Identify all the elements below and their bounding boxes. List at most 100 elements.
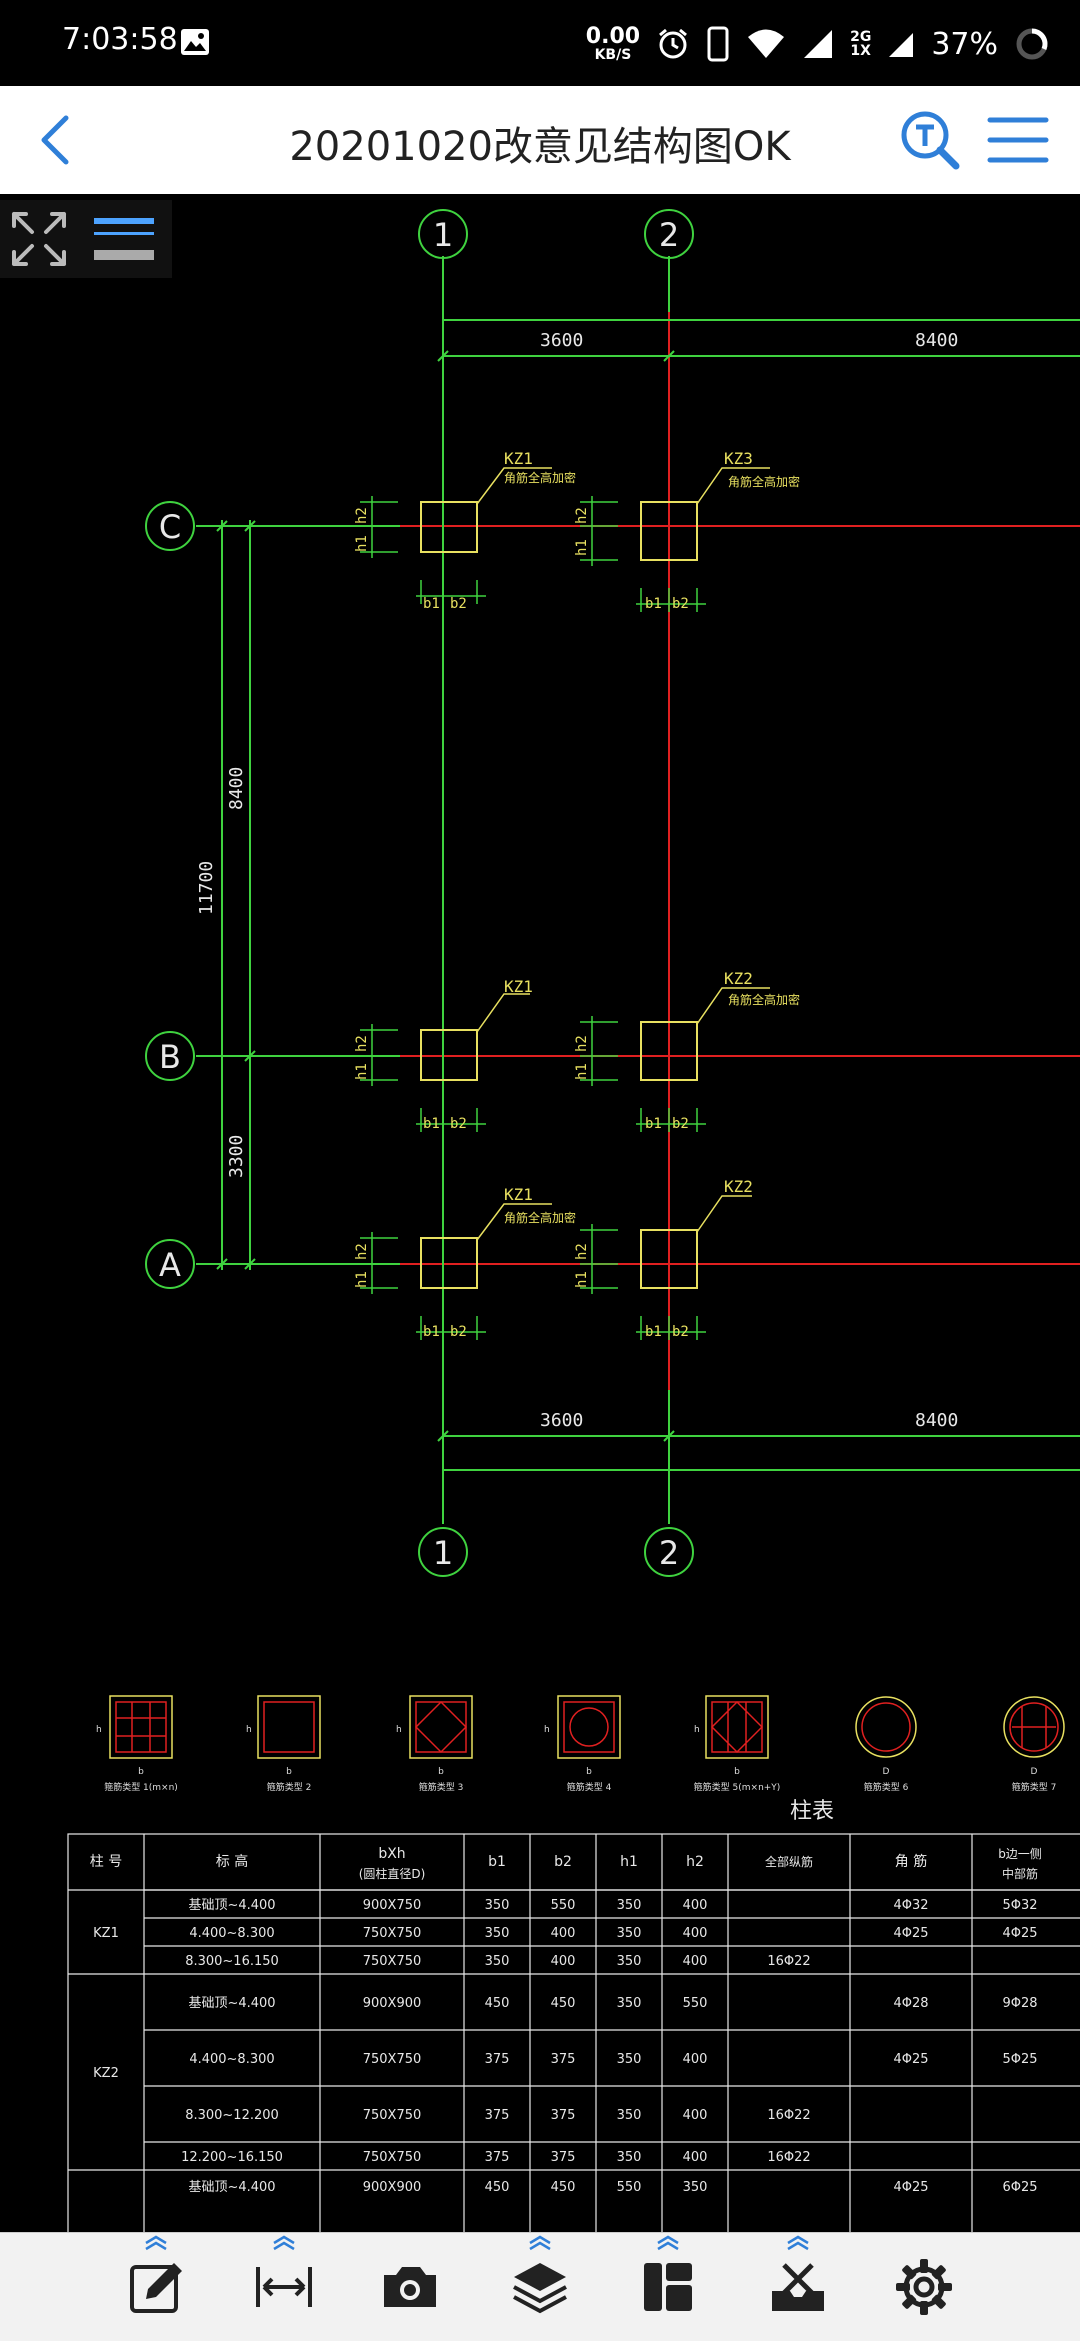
axis-bubble-2-top: 2 — [659, 216, 679, 254]
table-cell: 450 — [551, 2180, 576, 2195]
signal-icon-2 — [889, 33, 914, 57]
layers-button[interactable] — [490, 2233, 590, 2341]
table-cell: 16Φ22 — [767, 1954, 810, 1969]
table-cell: 400 — [683, 1926, 708, 1941]
svg-text:b2: b2 — [672, 596, 689, 612]
layout-button[interactable] — [618, 2233, 718, 2341]
chevron-up-icon — [145, 2235, 167, 2251]
table-cell: 350 — [485, 1954, 510, 1969]
chevron-up-icon — [273, 2235, 295, 2251]
status-icons: 0.00 KB/S 2G 1X 37% — [586, 14, 1050, 74]
svg-text:全部纵筋: 全部纵筋 — [765, 1854, 813, 1869]
table-column-id: KZ2 — [93, 2066, 119, 2081]
svg-text:b2: b2 — [450, 596, 467, 612]
svg-text:b2: b2 — [554, 1854, 572, 1870]
text-search-icon[interactable] — [898, 108, 962, 172]
svg-text:h2: h2 — [574, 1035, 590, 1052]
svg-text:D: D — [1031, 1767, 1038, 1777]
bottom-toolbar — [0, 2232, 1080, 2341]
svg-text:b边一侧: b边一侧 — [998, 1847, 1042, 1861]
section-types: b b b b b D D 箍筋类型 1(m×n) 箍筋类型 2 箍筋类型 3 … — [96, 1695, 1065, 1793]
status-bar: 7:03:58 0.00 KB/S 2G 1X 37% — [0, 0, 1080, 86]
table-cell: 350 — [617, 1898, 642, 1913]
signal-icon — [804, 30, 833, 58]
svg-text:角 筋: 角 筋 — [895, 1853, 927, 1870]
table-cell: 550 — [551, 1898, 576, 1913]
table-cell: 8.300~12.200 — [185, 2108, 279, 2123]
table-cell: 350 — [617, 2052, 642, 2067]
table-cell: 400 — [683, 1954, 708, 1969]
svg-text:h2: h2 — [354, 1035, 370, 1052]
table-cell: 375 — [551, 2052, 576, 2067]
table-cell: 5Φ32 — [1002, 1898, 1037, 1913]
table-cell: 750X750 — [363, 1926, 422, 1941]
svg-text:h: h — [96, 1725, 102, 1735]
camera-icon — [384, 2267, 436, 2307]
expand-arrows-icon[interactable] — [8, 208, 70, 270]
svg-text:h1: h1 — [574, 1063, 590, 1080]
hamburger-menu-icon[interactable] — [986, 110, 1050, 170]
svg-text:b1: b1 — [423, 596, 440, 612]
table-cell: 375 — [551, 2150, 576, 2165]
axis-bubble-1-top: 1 — [433, 216, 453, 254]
svg-text:h1: h1 — [354, 1063, 370, 1080]
svg-text:b2: b2 — [450, 1116, 467, 1132]
svg-text:标 高: 标 高 — [216, 1853, 248, 1870]
toolbox-icon — [772, 2263, 824, 2311]
battery-percent: 37% — [931, 26, 998, 62]
svg-text:箍筋类型 3: 箍筋类型 3 — [419, 1781, 464, 1793]
svg-text:角筋全高加密: 角筋全高加密 — [728, 474, 800, 489]
svg-text:箍筋类型 5(m×n+Y): 箍筋类型 5(m×n+Y) — [694, 1781, 781, 1793]
table-cell: 4Φ28 — [893, 1996, 928, 2011]
svg-text:b1: b1 — [645, 596, 662, 612]
table-cell: 4.400~8.300 — [189, 1926, 274, 1941]
svg-text:b1: b1 — [645, 1324, 662, 1340]
table-cell: 16Φ22 — [767, 2108, 810, 2123]
edit-button[interactable] — [106, 2233, 206, 2341]
table-cell: 400 — [551, 1926, 576, 1941]
table-cell: 550 — [617, 2180, 642, 2195]
dim-vert-total: 11700 — [196, 861, 217, 915]
toolbox-button[interactable] — [748, 2233, 848, 2341]
table-cell: 4Φ25 — [893, 2052, 928, 2067]
column-table: 柱表 柱 号 标 高 bXh (圆柱直径D) — [67, 1799, 1080, 2232]
svg-text:b2: b2 — [672, 1116, 689, 1132]
dim-top-b: 8400 — [915, 330, 958, 351]
svg-text:b1: b1 — [423, 1116, 440, 1132]
table-cell: 12.200~16.150 — [181, 2150, 283, 2165]
camera-button[interactable] — [360, 2233, 460, 2341]
svg-text:h1: h1 — [620, 1854, 638, 1870]
cad-drawing-canvas[interactable]: 3600 8400 3600 8400 11700 8400 3300 1 2 … — [0, 194, 1080, 2232]
table-column-id: KZ1 — [93, 1926, 119, 1941]
table-cell: 900X750 — [363, 1898, 422, 1913]
svg-text:柱 号: 柱 号 — [90, 1854, 122, 1870]
svg-text:箍筋类型 7: 箍筋类型 7 — [1012, 1781, 1057, 1793]
svg-text:b2: b2 — [672, 1324, 689, 1340]
line-weight-icon[interactable] — [92, 210, 156, 268]
chevron-left-icon[interactable] — [28, 110, 88, 170]
svg-text:h1: h1 — [354, 1271, 370, 1288]
table-cell: 750X750 — [363, 2108, 422, 2123]
edit-icon — [130, 2263, 182, 2313]
page-title: 20201020改意见结构图OK — [289, 124, 791, 170]
axis-lines — [196, 262, 1080, 1500]
svg-text:D: D — [883, 1767, 890, 1777]
svg-text:b1: b1 — [488, 1854, 506, 1870]
status-time: 7:03:58 — [62, 22, 178, 57]
column-outlines — [420, 501, 698, 1289]
table-cell: 350 — [485, 1898, 510, 1913]
measure-button[interactable] — [234, 2233, 334, 2341]
table-cell: 基础顶~4.400 — [188, 2180, 275, 2195]
column-label-b2: KZ2 — [724, 969, 753, 988]
table-cell: 9Φ28 — [1002, 1996, 1037, 2011]
dim-top-a: 3600 — [540, 330, 583, 351]
axis-bubble-2-bottom: 2 — [659, 1534, 679, 1572]
gear-icon — [896, 2259, 952, 2315]
table-cell: 6Φ25 — [1002, 2180, 1037, 2195]
table-cell: 750X750 — [363, 1954, 422, 1969]
table-cell: 基础顶~4.400 — [188, 1996, 275, 2011]
settings-button[interactable] — [874, 2233, 974, 2341]
table-cell: 400 — [683, 2108, 708, 2123]
